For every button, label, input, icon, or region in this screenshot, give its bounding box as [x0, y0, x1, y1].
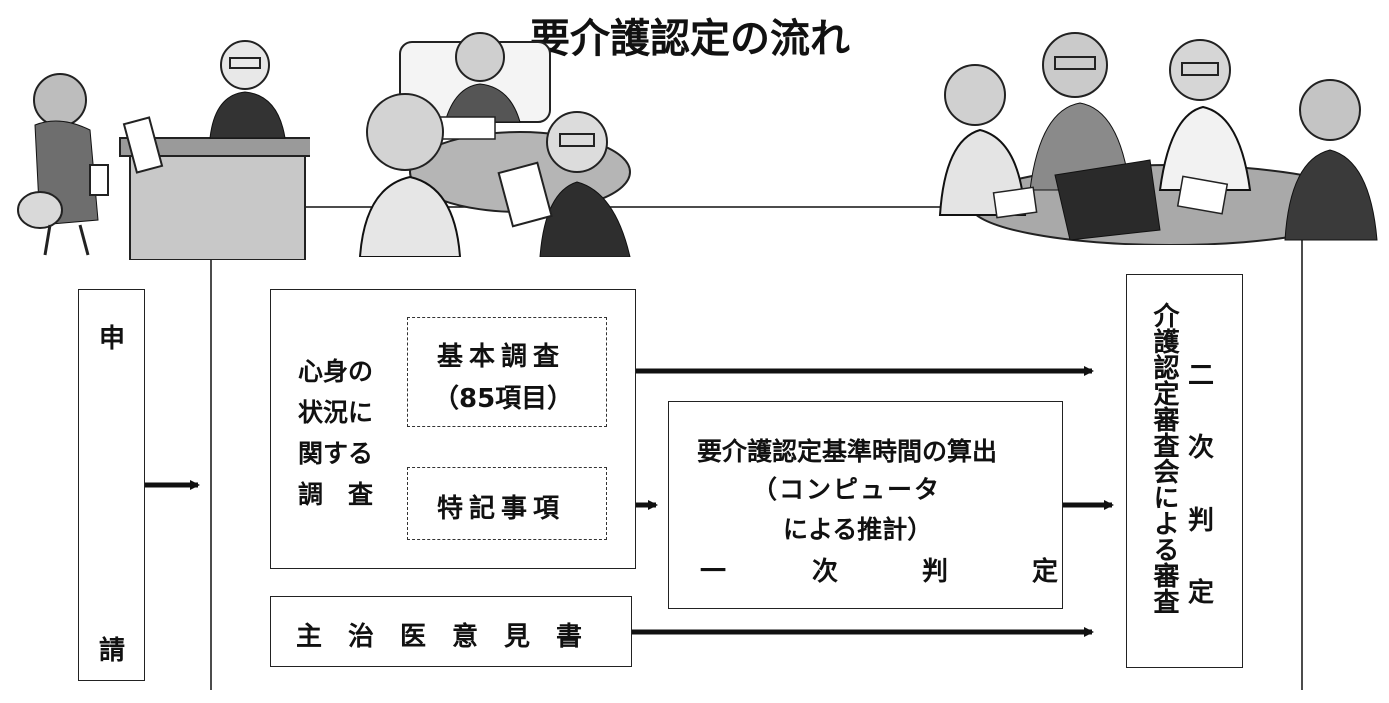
special-items-box [407, 467, 607, 540]
primary-judgement-char-1: 一 [700, 557, 729, 587]
committee-name: 介護認定審査会による審査 [1149, 302, 1179, 614]
secondary-judgement-char-3: 判 [1188, 506, 1217, 536]
application-char-bottom: 請 [99, 636, 128, 666]
secondary-judgement-char-4: 定 [1188, 578, 1217, 608]
survey-label-line2: 状況に [298, 398, 374, 427]
primary-line1: 要介護認定基準時間の算出 [697, 437, 998, 466]
survey-label-line3: 関する [298, 439, 374, 468]
basic-survey-title: 基本調査 [437, 342, 566, 372]
page-title: 要介護認定の流れ [530, 16, 850, 62]
basic-survey-box [407, 317, 607, 427]
doctor-opinion-box [270, 596, 632, 667]
special-items-label: 特記事項 [437, 494, 566, 524]
interview-illustration [358, 32, 631, 257]
secondary-judgement-char-1: 二 [1188, 361, 1217, 391]
application-box [78, 289, 145, 681]
primary-judgement-char-4: 定 [1032, 557, 1061, 587]
basic-survey-count: （85項目） [433, 384, 574, 414]
survey-label-line4: 調 査 [298, 480, 374, 509]
application-char-top: 申 [99, 324, 128, 354]
secondary-judgement-char-2: 次 [1188, 433, 1217, 463]
primary-judgement-char-2: 次 [812, 557, 841, 587]
applicant-illustration [17, 40, 310, 260]
doctor-opinion-label: 主治医意見書 [296, 622, 609, 652]
primary-line3: による推計） [783, 515, 933, 544]
survey-label-line1: 心身の [298, 357, 374, 386]
committee-illustration [938, 32, 1378, 245]
primary-judgement-char-3: 判 [922, 557, 951, 587]
committee-box [1126, 274, 1243, 668]
primary-line2: （コンピュータ [752, 475, 942, 504]
primary-judgement-box [668, 401, 1063, 609]
